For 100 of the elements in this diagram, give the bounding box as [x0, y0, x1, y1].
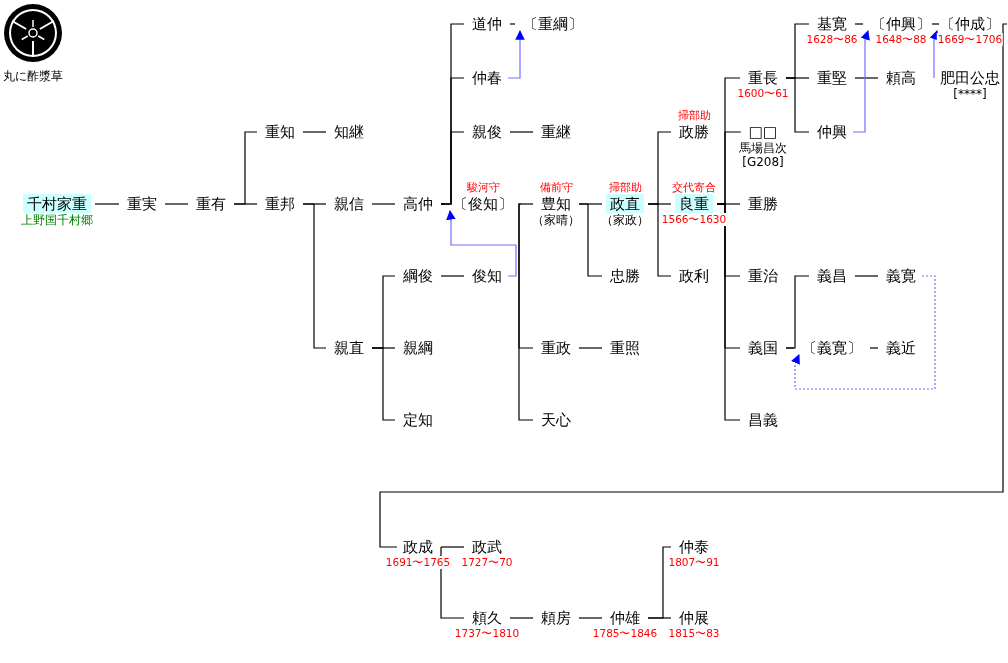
- name-label: 政利: [675, 266, 713, 286]
- name-label: 重知: [261, 122, 299, 142]
- adoption-arrow: [791, 275, 936, 390]
- name-label: 〔仲成〕: [936, 14, 1004, 34]
- adoption-arrow: [507, 30, 525, 79]
- name-label: 綱俊: [399, 266, 437, 286]
- note-label: [****]: [952, 87, 988, 101]
- lineage-line: [302, 131, 327, 133]
- date-label: 1737〜1810: [453, 627, 521, 640]
- name-label: 重政: [537, 338, 575, 358]
- name-label: 政成: [399, 537, 437, 557]
- name-label: 重実: [123, 194, 161, 214]
- name-label: 仲春: [468, 68, 506, 88]
- lineage-line: [785, 347, 795, 349]
- title-label: 交代寄合: [671, 180, 717, 193]
- name-label: 重邦: [261, 194, 299, 214]
- name-label: 政武: [468, 537, 506, 557]
- title-label: 備前守: [538, 180, 574, 193]
- lineage-line: [854, 77, 879, 79]
- title-label: 掃部助: [607, 180, 643, 193]
- note-label: [G208]: [741, 155, 785, 169]
- lineage-line: [440, 275, 465, 277]
- lineage-line: [509, 23, 516, 25]
- name-label: 仲雄: [606, 608, 644, 628]
- name-label: 仲泰: [675, 537, 713, 557]
- lineage-line: [440, 546, 465, 548]
- name-label: 天心: [537, 410, 575, 430]
- name-label: 親直: [330, 338, 368, 358]
- name-label: 〔仲興〕: [867, 14, 935, 34]
- name-label: 肥田公忠: [936, 68, 1004, 88]
- adoption-arrow: [446, 210, 517, 277]
- lineage-line: [440, 546, 465, 619]
- lineage-line: [716, 203, 741, 421]
- name-label: 頼久: [468, 608, 506, 628]
- lineage-line: [440, 203, 446, 205]
- date-label: 1566〜1630: [660, 213, 728, 226]
- lineage-line: [302, 203, 327, 349]
- date-label: 1727〜70: [460, 556, 514, 569]
- name-label: 重長: [744, 68, 782, 88]
- lineage-line: [509, 617, 534, 619]
- lineage-line: [371, 203, 396, 205]
- name-label: 高仲: [399, 194, 437, 214]
- lineage-line: [233, 203, 258, 205]
- name-label: 重照: [606, 338, 644, 358]
- lineage-line: [931, 23, 940, 25]
- name-label: 重継: [537, 122, 575, 142]
- name-label: 義昌: [813, 266, 851, 286]
- lineage-line: [578, 617, 603, 619]
- lineage-line: [509, 131, 534, 133]
- lineage-line: [785, 77, 810, 133]
- title-label: 掃部助: [676, 108, 712, 121]
- date-label: 1628〜86: [805, 33, 859, 46]
- lineage-line: [520, 203, 534, 205]
- name-label: 仲展: [675, 608, 713, 628]
- lineage-line: [578, 203, 603, 277]
- name-label: 義国: [744, 338, 782, 358]
- name-label: 定知: [399, 410, 437, 430]
- name-label: 重堅: [813, 68, 851, 88]
- name-label: 政勝: [675, 122, 713, 142]
- name-label: 親俊: [468, 122, 506, 142]
- lineage-line: [518, 203, 534, 421]
- name-label: 親信: [330, 194, 368, 214]
- date-label: 1600〜61: [736, 87, 790, 100]
- date-label: 1691〜1765: [384, 556, 452, 569]
- name-label: 忠勝: [606, 266, 644, 286]
- date-label: 1785〜1846: [591, 627, 659, 640]
- date-label: 1807〜91: [667, 556, 721, 569]
- lineage-line: [647, 617, 672, 619]
- name-label: 俊知: [468, 266, 506, 286]
- date-label: 1669〜1706: [936, 33, 1004, 46]
- name-label: 仲興: [813, 122, 851, 142]
- place-label: 上野国千村郷: [20, 213, 94, 227]
- name-label: 道仲: [468, 14, 506, 34]
- name-label: 〔俊知〕: [449, 194, 517, 214]
- lineage-line: [869, 347, 879, 349]
- date-label: 1815〜83: [667, 627, 721, 640]
- lineage-line: [647, 203, 672, 277]
- lineage-line: [379, 23, 1008, 548]
- lineage-line: [854, 23, 864, 25]
- note-label: 馬場昌次: [738, 141, 788, 155]
- name-label: 〔義寛〕: [798, 338, 866, 358]
- adoption-arrow: [852, 30, 870, 133]
- name-label: 義寛: [882, 266, 920, 286]
- highlighted-name-box: 千村家重: [23, 194, 91, 214]
- name-label: 頼高: [882, 68, 920, 88]
- date-label: 1648〜88: [874, 33, 928, 46]
- lineage-line: [578, 347, 603, 349]
- adoption-arrow: [929, 30, 939, 79]
- highlighted-name-box: 良重: [675, 194, 713, 214]
- name-label: 昌義: [744, 410, 782, 430]
- lineage-line: [94, 203, 120, 205]
- name-label: 頼房: [537, 608, 575, 628]
- lineage-line: [854, 275, 879, 277]
- lineage-line: [164, 203, 189, 205]
- crest-name-label: 丸に酢漿草: [2, 68, 64, 84]
- name-label: 重勝: [744, 194, 782, 214]
- name-label: 親綱: [399, 338, 437, 358]
- name-label: 重有: [192, 194, 230, 214]
- name-label: 重治: [744, 266, 782, 286]
- name-label: 基寛: [813, 14, 851, 34]
